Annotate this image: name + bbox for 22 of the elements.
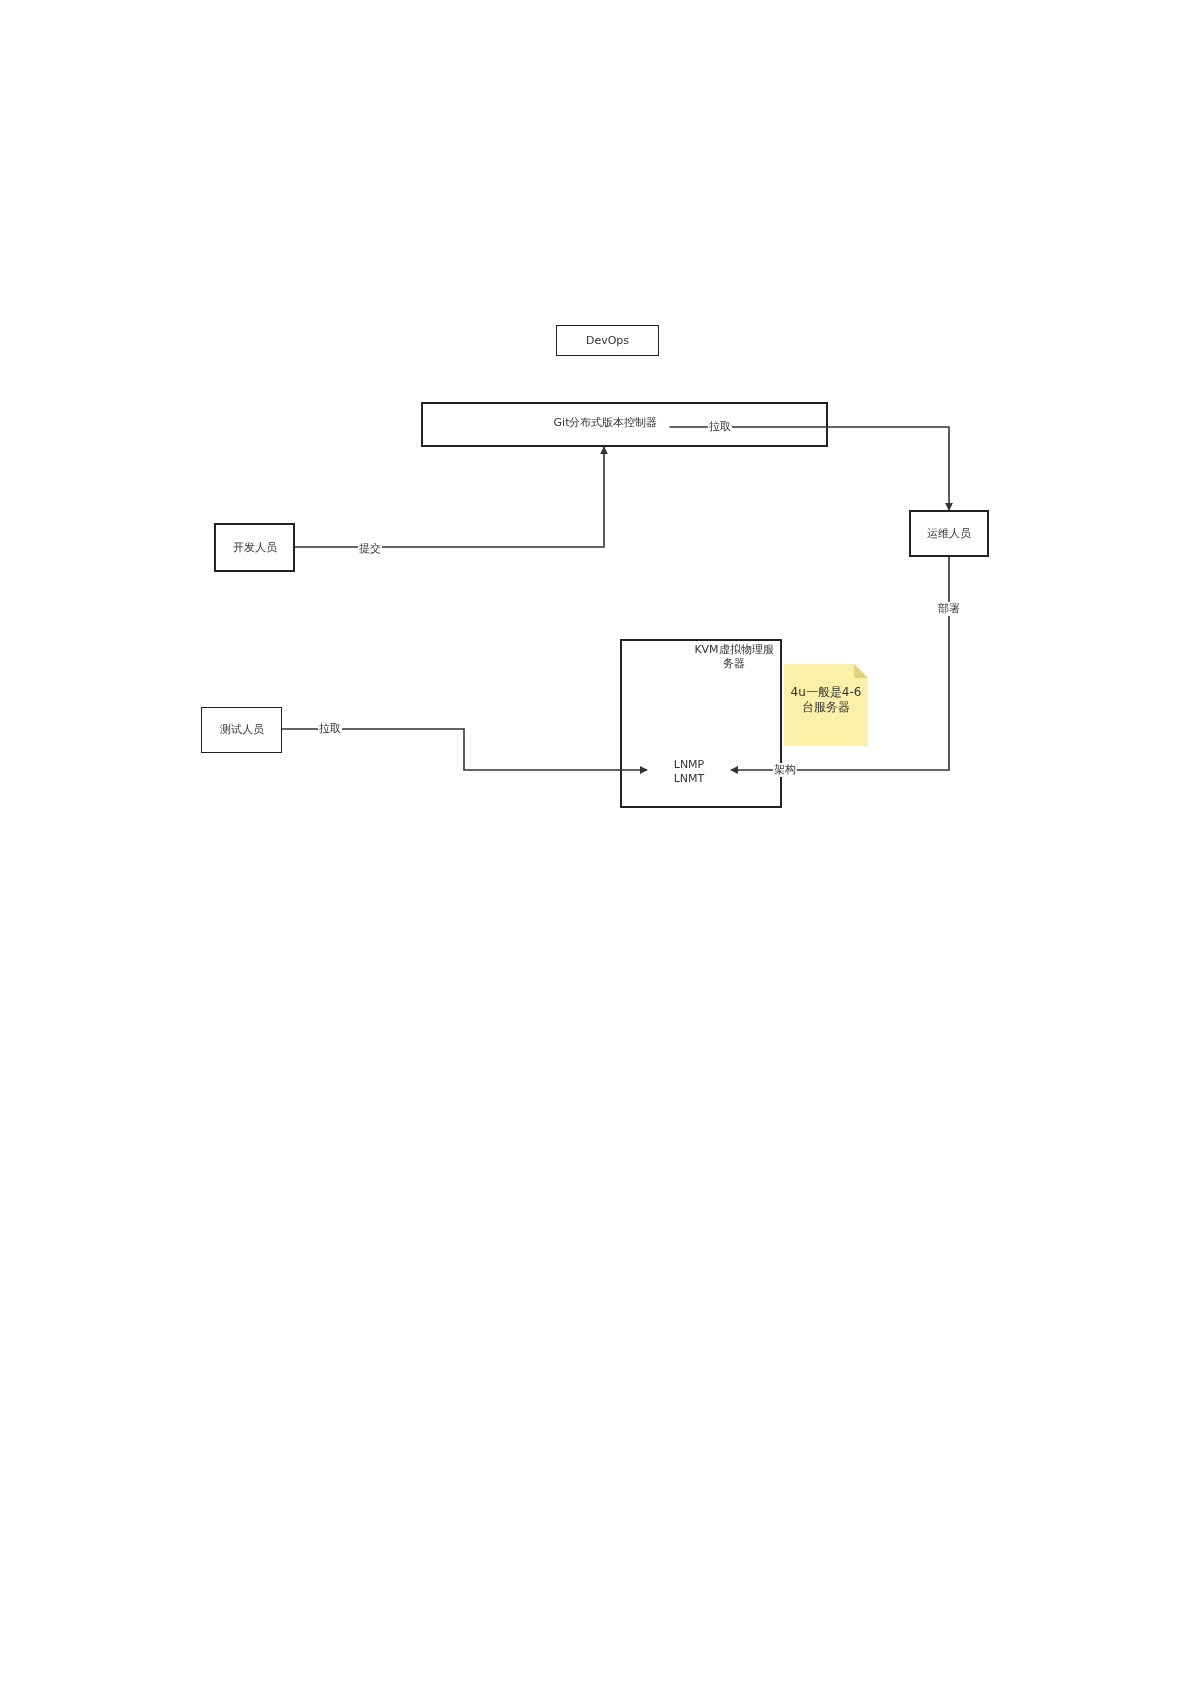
node-label: DevOps [585,333,630,348]
title-box [556,325,659,356]
arrow [294,446,608,548]
edge-label: 提交 [358,542,382,556]
process-box [421,402,828,447]
arrow [668,426,953,511]
server-heading: KVM虚拟物理服务器 [693,643,775,671]
role-box [909,510,989,557]
arrow [730,556,950,774]
node-label: 开发人员 [232,540,277,555]
edge-label: 拉取 [708,420,732,434]
node-label: Git分布式版本控制器 [552,415,659,430]
role-box [201,707,282,753]
node-label: 运维人员 [927,526,971,541]
note-text: 4u一般是4-6台服务器 [790,685,862,715]
node-label: 测试人员 [219,723,264,737]
arrow [281,728,648,774]
edge-label: 拉取 [318,722,342,736]
node-label: LNMP LNMT [672,758,706,786]
role-box [214,523,295,572]
annotation-text: 架构 [773,763,797,777]
edge-label: 部署 [937,602,961,616]
